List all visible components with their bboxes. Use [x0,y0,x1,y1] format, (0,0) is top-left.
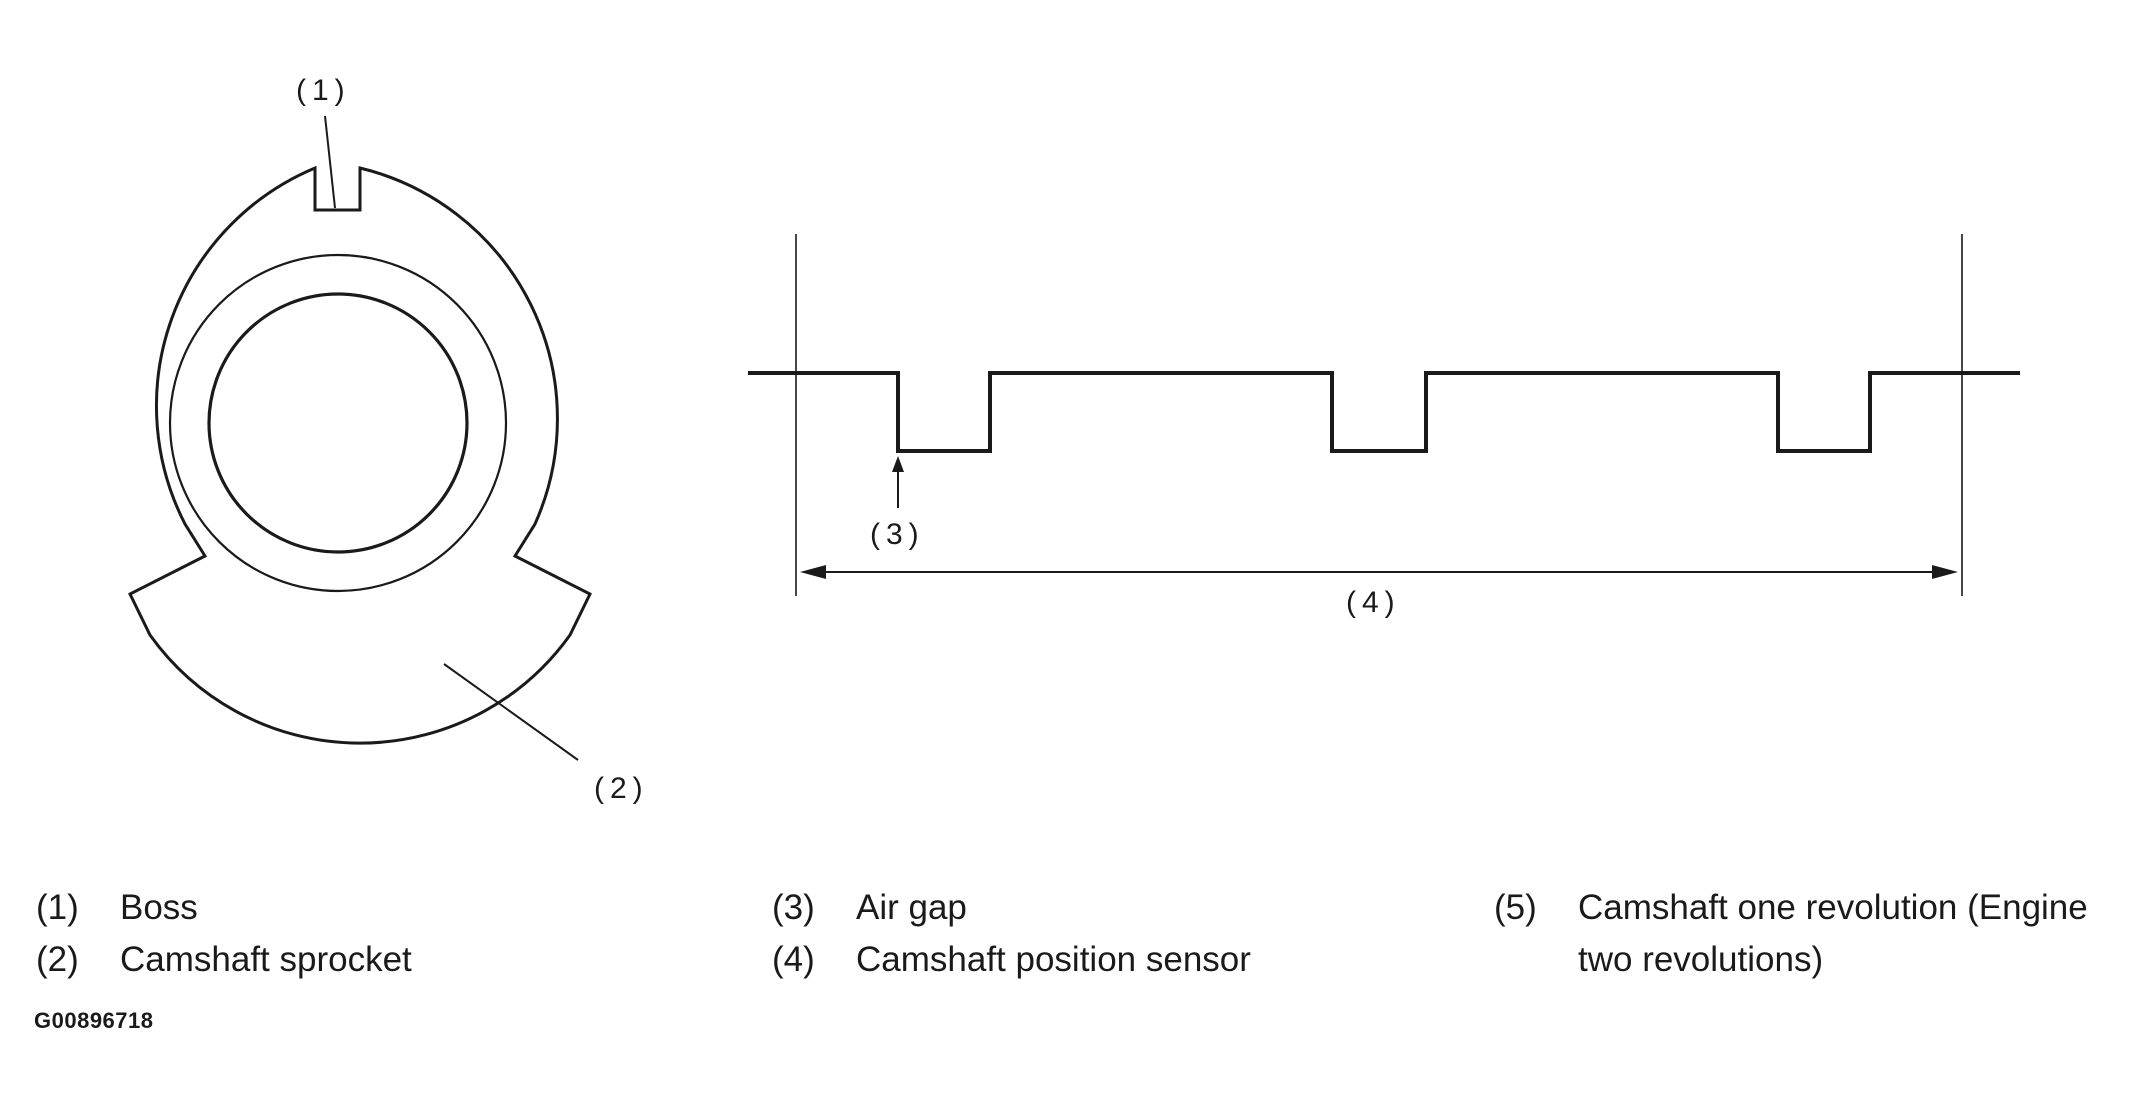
legend-column-3: (5) Camshaft one revolution (Engine two … [1494,882,2124,986]
callout-sprocket: (2) [594,772,649,805]
legend-number: (2) [36,940,79,979]
legend-text: Camshaft one revolution (Engine two revo… [1578,888,2088,979]
legend-column-2: (3) Air gap (4) Camshaft position sensor [772,882,1412,986]
legend-text: Air gap [856,888,967,927]
sprocket-middle-ring [168,253,508,593]
legend-item-air-gap: (3) Air gap [772,882,1412,934]
legend-text: Camshaft sprocket [120,940,412,979]
sprocket-leader-line [443,663,579,761]
boss-leader-line [324,115,336,209]
legend-item-camshaft-position-sensor: (4) Camshaft position sensor [772,934,1412,986]
air-gap-arrowhead [892,456,904,472]
sensor-signal-waveform [748,371,2020,453]
callout-boss: (1) [296,74,351,107]
callout-air-gap: (3) [870,518,925,551]
legend-item-camshaft-revolution: (5) Camshaft one revolution (Engine two … [1494,882,2124,986]
legend-text: Camshaft position sensor [856,940,1251,979]
legend-number: (3) [772,888,815,927]
callout-sensor: (4) [1346,586,1401,619]
legend-item-boss: (1) Boss [36,882,676,934]
revolution-arrowhead-right [1932,565,1958,579]
legend-number: (4) [772,940,815,979]
legend-column-1: (1) Boss (2) Camshaft sprocket [36,882,676,986]
revolution-arrowhead-left [800,565,826,579]
sprocket-outline [128,165,592,745]
legend-number: (1) [36,888,79,927]
legend-item-camshaft-sprocket: (2) Camshaft sprocket [36,934,676,986]
legend-number: (5) [1494,888,1537,927]
sprocket-hub [207,292,469,554]
legend-text: Boss [120,888,198,927]
figure-code: G00896718 [34,1008,154,1033]
